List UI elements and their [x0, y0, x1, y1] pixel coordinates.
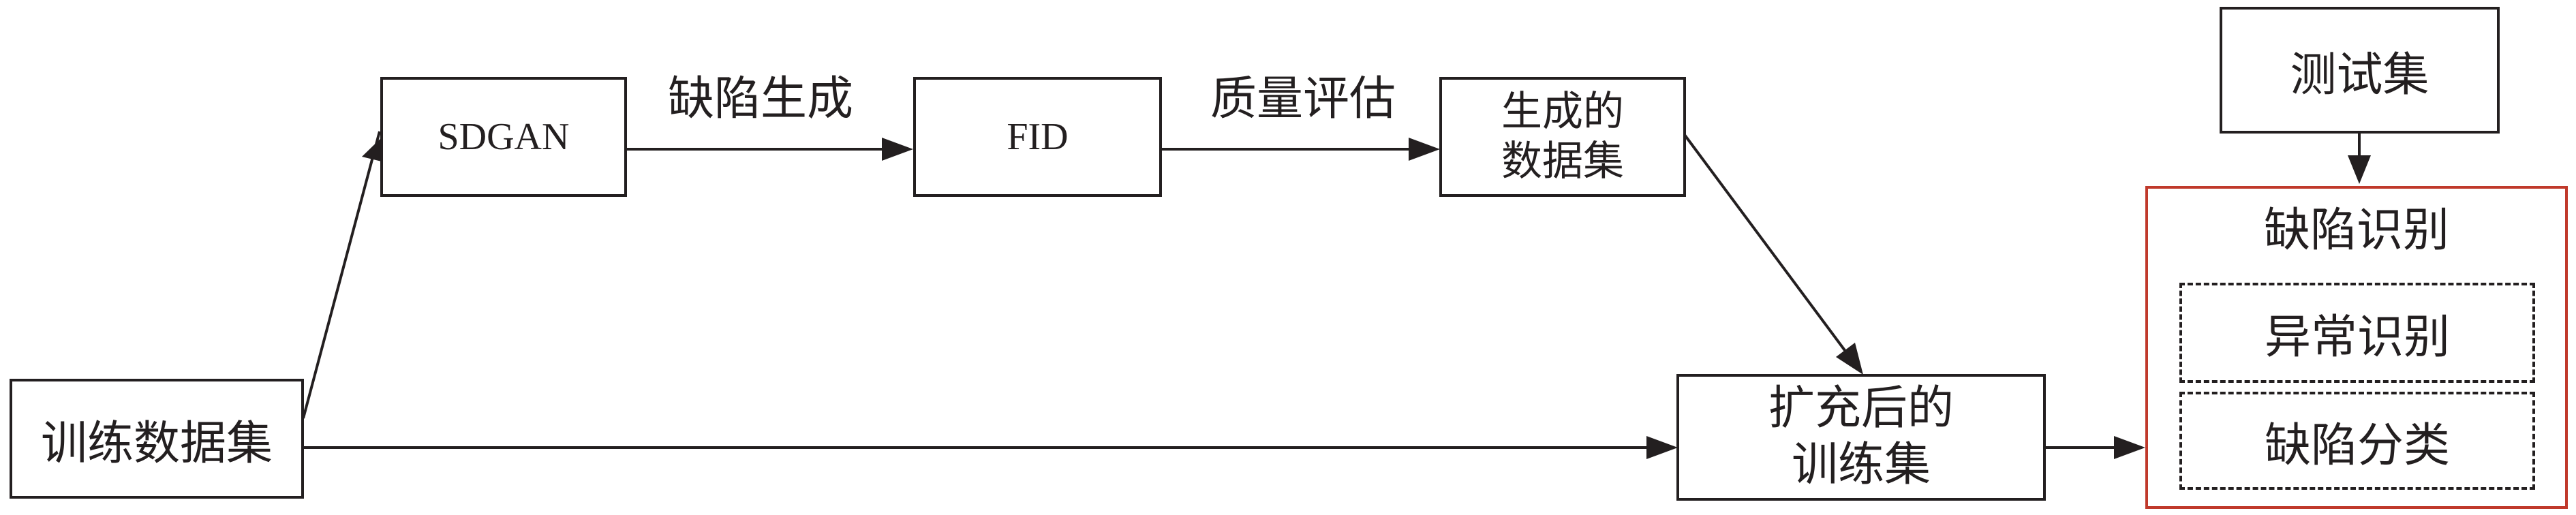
arrowhead-generated: [1409, 138, 1440, 161]
test-set-label: 测试集: [2290, 48, 2429, 102]
generated-dataset-line1: 生成的: [1501, 87, 1624, 136]
expanded-train-set-node: 扩充后的 训练集: [1676, 374, 2046, 501]
generated-dataset-node: 生成的 数据集: [1439, 77, 1686, 197]
train-dataset-node: 训练数据集: [10, 379, 304, 499]
sdgan-label: SDGAN: [438, 116, 570, 158]
fid-label: FID: [1007, 116, 1069, 158]
arrow-train-to-sdgan: [302, 131, 381, 419]
generated-dataset-line2: 数据集: [1501, 138, 1624, 185]
test-set-node: 测试集: [2220, 7, 2500, 134]
sdgan-node: SDGAN: [380, 77, 627, 197]
fid-node: FID: [913, 77, 1162, 197]
defect-recognition-group: 缺陷识别 异常识别 缺陷分类: [2145, 186, 2568, 509]
anomaly-recognition-node: 异常识别: [2179, 283, 2535, 383]
defect-classification-label: 缺陷分类: [2264, 418, 2450, 473]
arrow-generated-to-expanded: [1683, 134, 1852, 359]
expanded-train-set-line1: 扩充后的: [1768, 381, 1954, 436]
arrowhead-recognition: [2114, 436, 2145, 459]
arrowhead-test: [2348, 155, 2371, 184]
defect-generation-label: 缺陷生成: [668, 72, 854, 126]
quality-evaluation-label: 质量评估: [1210, 72, 1396, 126]
defect-recognition-title: 缺陷识别: [2263, 204, 2449, 258]
train-dataset-label: 训练数据集: [40, 416, 273, 471]
defect-classification-node: 缺陷分类: [2179, 392, 2535, 490]
arrowhead-expanded: [1836, 343, 1863, 375]
arrowhead-sdgan: [362, 134, 386, 162]
expanded-train-set-line2: 训练集: [1791, 438, 1931, 492]
arrowhead-train-expanded: [1646, 436, 1678, 459]
anomaly-recognition-label: 异常识别: [2264, 311, 2450, 364]
arrowhead-fid: [882, 138, 913, 161]
